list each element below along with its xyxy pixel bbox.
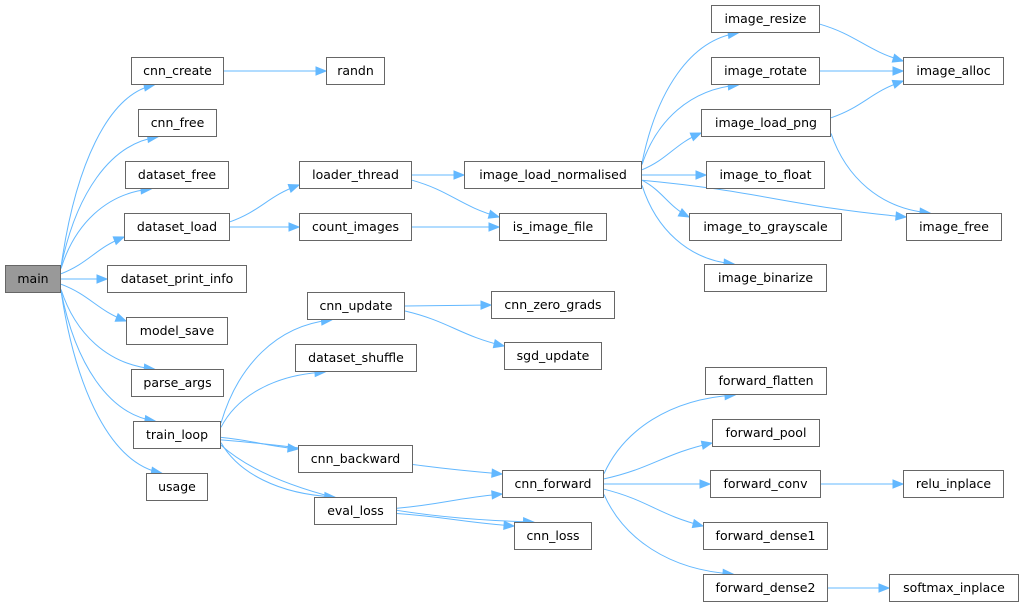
- node-softmax-inplace[interactable]: softmax_inplace: [889, 574, 1019, 602]
- node-cnn-create[interactable]: cnn_create: [131, 57, 224, 85]
- edge-image_load_normalised-to-image_rotate: [641, 84, 739, 165]
- edge-train_loop-to-cnn_update: [220, 319, 332, 424]
- arrowhead-icon: [700, 440, 714, 450]
- node-train-loop[interactable]: train_loop: [133, 421, 221, 449]
- arrowhead-icon: [480, 300, 493, 310]
- edge-image_load_png-to-image_free: [830, 133, 931, 214]
- arrowhead-icon: [488, 222, 501, 232]
- arrowhead-icon: [491, 468, 504, 478]
- node-cnn-loss[interactable]: cnn_loss: [514, 522, 592, 550]
- edge-image_load_normalised-to-image_free: [641, 179, 907, 218]
- node-usage[interactable]: usage: [146, 473, 208, 501]
- arrowhead-icon: [112, 236, 126, 246]
- edge-train_loop-to-dataset_shuffle: [220, 371, 326, 428]
- node-model-save[interactable]: model_save: [126, 317, 228, 345]
- edge-image_resize-to-image_alloc: [819, 23, 904, 62]
- edge-cnn_update-to-sgd_update: [404, 310, 505, 347]
- arrowhead-icon: [491, 490, 504, 500]
- edge-cnn_forward-to-forward_dense2: [603, 494, 734, 575]
- arrowhead-icon: [503, 520, 516, 530]
- edge-train_loop-to-cnn_backward: [220, 436, 299, 450]
- arrowhead-icon: [114, 312, 128, 322]
- node-forward-dense1[interactable]: forward_dense1: [703, 522, 828, 550]
- node-image-load-png[interactable]: image_load_png: [701, 109, 831, 137]
- node-dataset-shuffle[interactable]: dataset_shuffle: [295, 344, 417, 372]
- edge-main-to-usage: [60, 290, 162, 474]
- arrowhead-icon: [699, 479, 712, 489]
- node-cnn-update[interactable]: cnn_update: [307, 292, 405, 320]
- arrowhead-icon: [315, 66, 328, 76]
- arrowhead-icon: [892, 66, 905, 76]
- edge-main-to-parse_args: [60, 289, 155, 370]
- arrowhead-icon: [96, 274, 109, 284]
- arrowhead-icon: [487, 209, 501, 219]
- node-dataset-print-info[interactable]: dataset_print_info: [107, 265, 247, 293]
- edge-image_load_normalised-to-image_binarize: [641, 185, 735, 265]
- node-image-to-float[interactable]: image_to_float: [706, 161, 825, 189]
- node-parse-args[interactable]: parse_args: [131, 369, 224, 397]
- edge-image_load_png-to-image_alloc: [830, 80, 904, 119]
- edge-cnn_forward-to-forward_pool: [603, 442, 713, 480]
- node-forward-conv[interactable]: forward_conv: [710, 470, 821, 498]
- node-randn[interactable]: randn: [326, 57, 385, 85]
- edge-main-to-cnn_free: [60, 136, 158, 268]
- node-image-load-normalised[interactable]: image_load_normalised: [464, 161, 642, 189]
- node-main[interactable]: main: [5, 265, 61, 293]
- node-image-to-grayscale[interactable]: image_to_grayscale: [689, 213, 842, 241]
- node-cnn-zero-grads[interactable]: cnn_zero_grads: [491, 291, 615, 319]
- arrowhead-icon: [689, 132, 703, 142]
- edge-main-to-cnn_create: [60, 84, 155, 268]
- node-cnn-forward[interactable]: cnn_forward: [502, 470, 604, 498]
- arrowhead-icon: [287, 184, 301, 193]
- edge-main-to-train_loop: [60, 290, 156, 422]
- node-count-images[interactable]: count_images: [299, 213, 412, 241]
- arrowhead-icon: [287, 443, 300, 453]
- arrowhead-icon: [288, 222, 301, 232]
- arrowhead-icon: [891, 79, 905, 89]
- arrowhead-icon: [892, 479, 905, 489]
- edge-dataset_load-to-loader_thread: [229, 184, 300, 223]
- arrowhead-icon: [492, 338, 506, 349]
- edge-train_loop-to-eval_loss: [220, 442, 335, 498]
- node-image-free[interactable]: image_free: [906, 213, 1002, 241]
- node-sgd-update[interactable]: sgd_update: [504, 342, 602, 370]
- edge-cnn_forward-to-forward_flatten: [603, 394, 736, 474]
- node-cnn-backward[interactable]: cnn_backward: [298, 445, 413, 473]
- node-forward-pool[interactable]: forward_pool: [712, 419, 820, 447]
- edge-image_load_normalised-to-image_resize: [641, 32, 739, 164]
- arrowhead-icon: [691, 518, 705, 529]
- edge-main-to-dataset_free: [60, 188, 152, 269]
- node-image-rotate[interactable]: image_rotate: [711, 57, 820, 85]
- arrowhead-icon: [677, 207, 691, 218]
- edge-eval_loss-to-cnn_forward: [396, 493, 503, 509]
- node-dataset-free[interactable]: dataset_free: [125, 161, 229, 189]
- node-loader-thread[interactable]: loader_thread: [299, 161, 412, 189]
- node-is-image-file[interactable]: is_image_file: [499, 213, 607, 241]
- node-image-binarize[interactable]: image_binarize: [704, 264, 827, 292]
- edge-cnn_forward-to-forward_dense1: [603, 488, 704, 527]
- arrowhead-icon: [895, 211, 908, 221]
- node-image-resize[interactable]: image_resize: [711, 5, 820, 33]
- arrowhead-icon: [891, 53, 905, 63]
- node-image-alloc[interactable]: image_alloc: [903, 57, 1004, 85]
- node-relu-inplace[interactable]: relu_inplace: [903, 470, 1004, 498]
- arrowhead-icon: [453, 170, 466, 180]
- node-forward-flatten[interactable]: forward_flatten: [705, 367, 827, 395]
- edge-eval_loss-to-cnn_loss: [396, 513, 515, 527]
- node-dataset-load[interactable]: dataset_load: [124, 213, 230, 241]
- edge-cnn_update-to-cnn_zero_grads: [404, 304, 492, 307]
- edge-loader_thread-to-is_image_file: [411, 179, 500, 218]
- node-cnn-free[interactable]: cnn_free: [138, 109, 217, 137]
- node-eval-loss[interactable]: eval_loss: [314, 497, 397, 525]
- node-forward-dense2[interactable]: forward_dense2: [703, 574, 828, 602]
- arrowhead-icon: [878, 583, 891, 593]
- arrowhead-icon: [695, 170, 708, 180]
